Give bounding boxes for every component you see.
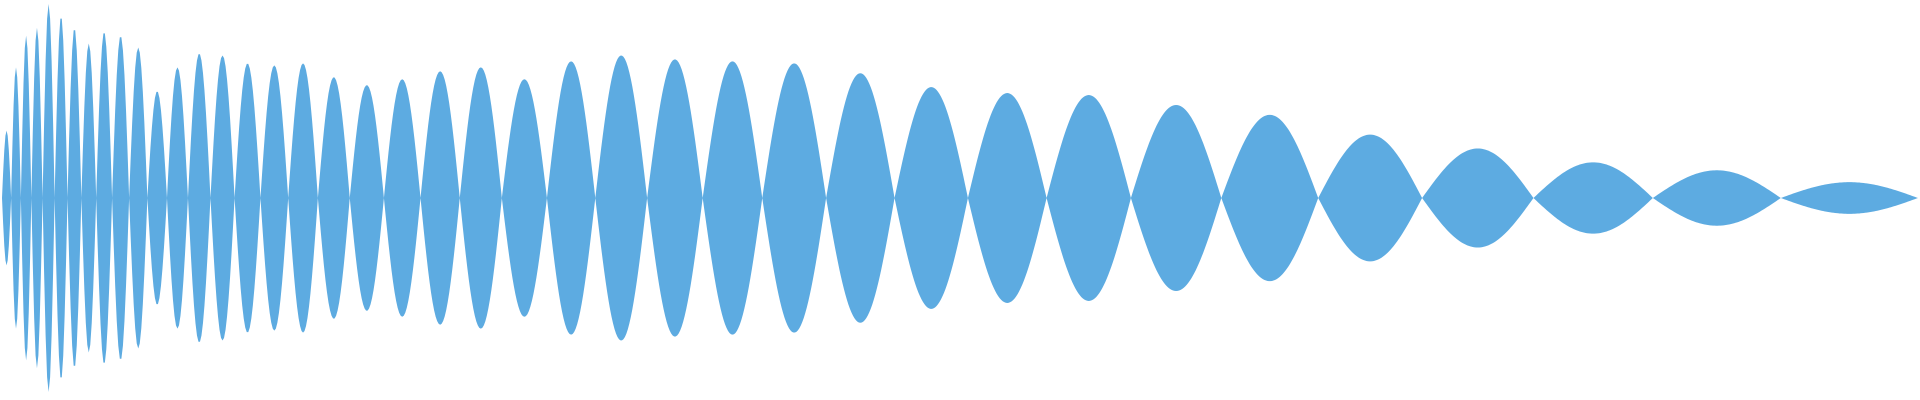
waveform-shape bbox=[2, 3, 1918, 393]
